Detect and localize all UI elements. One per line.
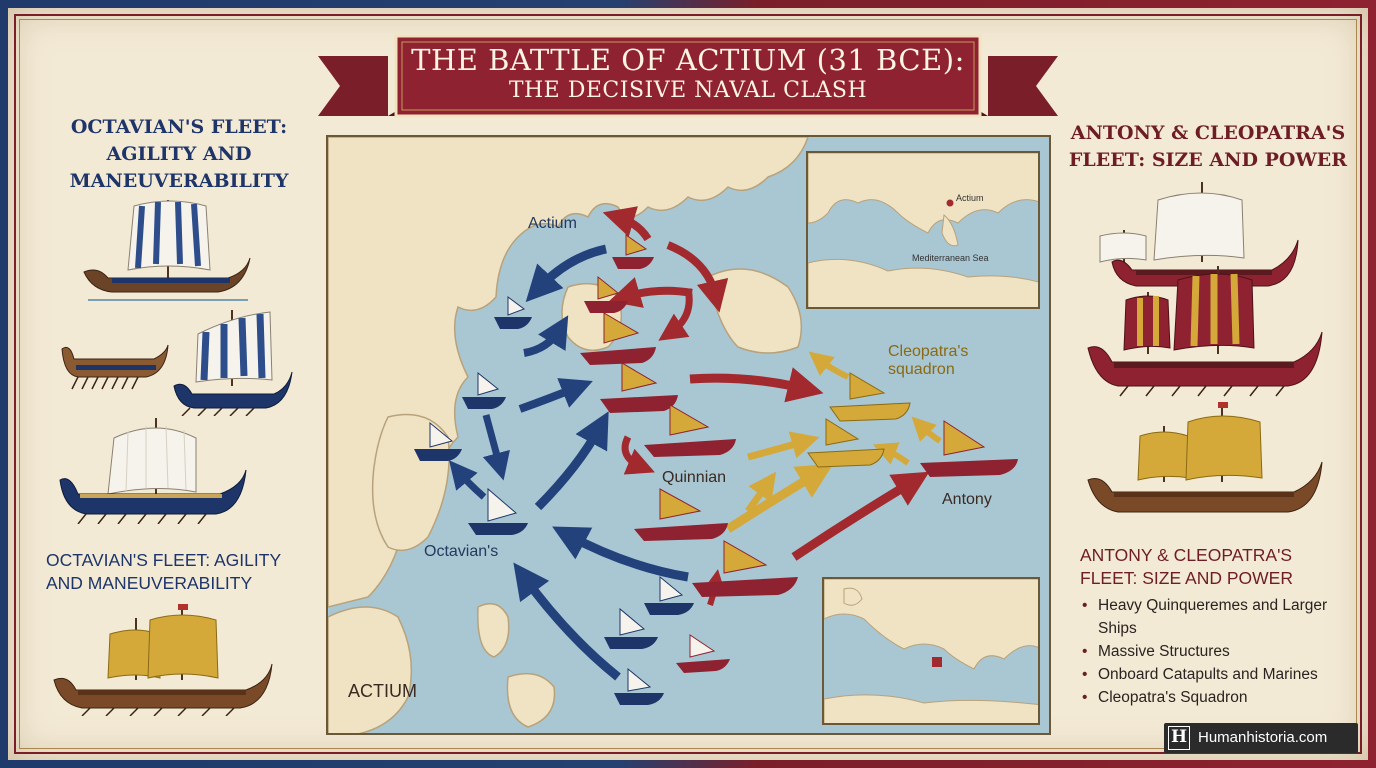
decorative-border xyxy=(14,14,1362,754)
antony-subtitle-line2: FLEET: SIZE AND POWER xyxy=(1080,568,1293,588)
decorative-border-inner xyxy=(19,19,1357,749)
inset-map-mediterranean: Actium Mediterranean Sea xyxy=(806,151,1040,309)
bullet-item: Onboard Catapults and Marines xyxy=(1080,663,1350,686)
map-label-cleopatra-line2: squadron xyxy=(888,361,955,378)
map-ship-cleopatra xyxy=(807,372,911,468)
antony-ship-illustration-3 xyxy=(1087,402,1323,513)
map-ship-antony xyxy=(580,234,1018,673)
brand-logo-icon: H xyxy=(1168,726,1190,750)
octavian-title-line3: MANEUVERABILITY xyxy=(69,170,289,192)
banner-title-line2: THE DECISIVE NAVAL CLASH xyxy=(508,78,868,103)
map-label-octavians: Octavian's xyxy=(424,543,499,560)
bullet-item: Cleopatra's Squadron xyxy=(1080,686,1350,709)
inset-label-mediterranean-sea: Mediterranean Sea xyxy=(912,253,989,263)
antony-title-line1: ANTONY & CLEOPATRA'S xyxy=(1070,122,1346,144)
octavian-ship-illustration-2 xyxy=(61,344,169,390)
octavian-ship-illustration-5 xyxy=(53,604,273,716)
octavian-subtitle-line2: AND MANEUVERABILITY xyxy=(46,573,253,593)
bullet-item: Massive Structures xyxy=(1080,640,1350,663)
map-label-actium: Actium xyxy=(528,215,577,232)
map-label-cleopatra-squadron: Cleopatra's squadron xyxy=(888,343,968,379)
bullet-item: Heavy Quinqueremes and Larger Ships xyxy=(1080,594,1350,640)
octavian-title-line1: OCTAVIAN'S FLEET: xyxy=(70,116,288,138)
map-label-cleopatra-line1: Cleopatra's xyxy=(888,343,969,360)
antony-title-line2: FLEET: SIZE AND POWER xyxy=(1068,149,1348,171)
brand-badge[interactable]: H Humanhistoria.com xyxy=(1164,723,1358,753)
map-label-quinnian: Quinnian xyxy=(662,469,727,486)
octavian-subtitle-line1: OCTAVIAN'S FLEET: AGILITY xyxy=(46,550,282,570)
octavian-ship-illustration-4 xyxy=(59,418,247,524)
antony-fleet-bullet-list: Heavy Quinqueremes and Larger Ships Mass… xyxy=(1080,594,1350,709)
battle-map: Actium Cleopatra's squadron Quinnian Ant… xyxy=(326,135,1051,735)
octavian-ship-illustration-3 xyxy=(173,310,293,416)
brand-name: Humanhistoria.com xyxy=(1198,729,1328,746)
banner-title-line1: THE BATTLE OF ACTIUM (31 BCE): xyxy=(411,43,965,77)
title-banner: THE BATTLE OF ACTIUM (31 BCE): THE DECIS… xyxy=(318,34,1058,126)
antony-ship-illustration-1 xyxy=(1099,182,1299,287)
map-label-actium-bottom: ACTIUM xyxy=(348,681,417,701)
octavian-title-line2: AGILITY AND xyxy=(106,143,252,165)
octavian-fleet-title: OCTAVIAN'S FLEET: AGILITY AND MANEUVERAB… xyxy=(40,114,318,195)
octavian-fleet-subtitle: OCTAVIAN'S FLEET: AGILITY AND MANEUVERAB… xyxy=(46,549,318,595)
antony-subtitle-line1: ANTONY & CLEOPATRA'S xyxy=(1080,545,1293,565)
inset-map-europe xyxy=(822,577,1040,725)
octavian-ship-illustration-1 xyxy=(83,200,251,301)
map-ship-octavian xyxy=(414,296,694,705)
antony-ship-illustration-2 xyxy=(1087,266,1323,397)
antony-fleet-title: ANTONY & CLEOPATRA'S FLEET: SIZE AND POW… xyxy=(1058,120,1358,174)
antony-fleet-subtitle: ANTONY & CLEOPATRA'S FLEET: SIZE AND POW… xyxy=(1080,544,1360,590)
inset-label-actium: Actium xyxy=(956,193,984,203)
map-label-antony: Antony xyxy=(942,491,992,508)
